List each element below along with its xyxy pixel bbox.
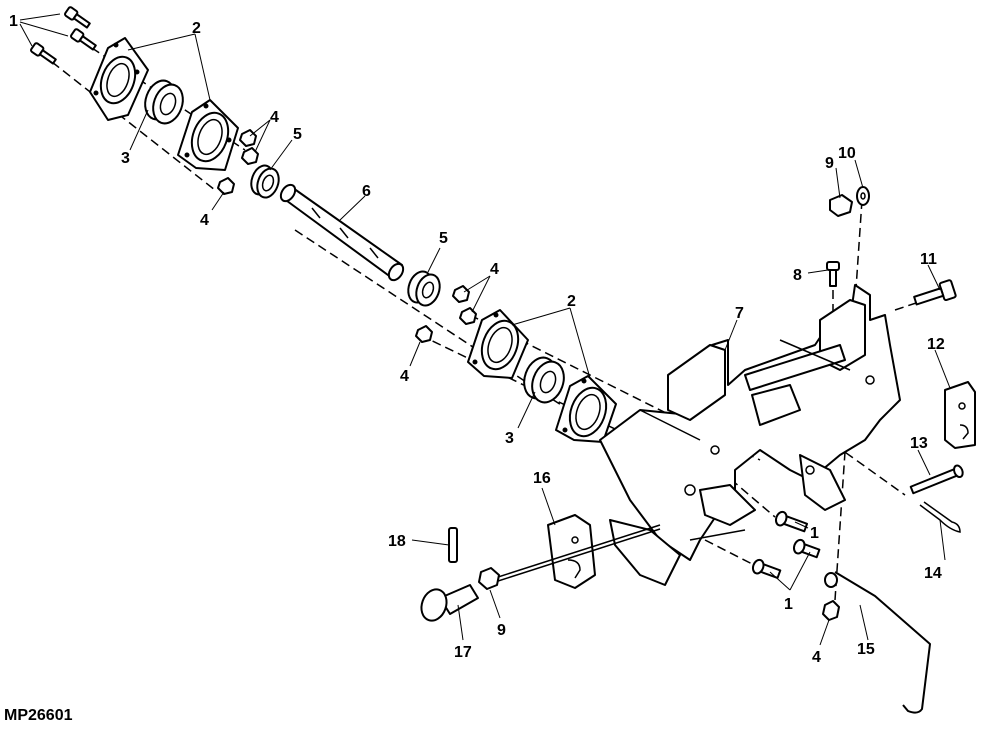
figure-id: MP26601	[4, 707, 73, 724]
callout-14: 14	[924, 565, 942, 582]
main-bracket	[599, 284, 901, 586]
callout-3: 3	[121, 150, 130, 167]
callout-10: 10	[838, 145, 856, 162]
clip-14	[919, 501, 961, 533]
callout-6: 6	[362, 183, 371, 200]
callout-2: 2	[192, 20, 201, 37]
callout-4: 4	[400, 368, 409, 385]
bolt-group-top-left	[30, 6, 97, 65]
callout-5: 5	[293, 126, 302, 143]
callout-12: 12	[927, 336, 945, 353]
callout-1: 1	[810, 525, 819, 542]
callout-labels: 1 2 3 4 5 4 6 5 4 4 2 3 7 9 10 8 11 12 1…	[9, 13, 945, 666]
callout-11: 11	[920, 251, 937, 268]
callout-2: 2	[567, 293, 576, 310]
shaft	[279, 183, 405, 282]
callout-1: 1	[784, 596, 793, 613]
leader-lines	[19, 13, 951, 646]
callout-18: 18	[388, 533, 406, 550]
nut-9-bottom	[478, 567, 500, 590]
bearing-bottom	[523, 356, 565, 404]
callout-4: 4	[812, 649, 821, 666]
bolt-11	[913, 279, 957, 306]
latch-plate-16	[547, 514, 596, 589]
plunger-17	[420, 584, 479, 622]
washer-10	[856, 186, 870, 206]
callout-4: 4	[270, 109, 279, 126]
pin-13	[909, 464, 964, 495]
bushing-bottom	[407, 270, 441, 307]
callout-15: 15	[857, 641, 875, 658]
nut-bottom-right	[822, 600, 840, 621]
cable	[494, 524, 661, 583]
plate-12	[944, 381, 976, 449]
callout-9: 9	[497, 622, 506, 639]
bushing-top	[250, 164, 280, 199]
roll-pin-18	[448, 527, 458, 563]
flange-top-left	[89, 37, 149, 121]
callout-9: 9	[825, 155, 834, 172]
bearing-top	[144, 79, 184, 125]
flange-top-right	[177, 99, 239, 171]
flange-bottom-left	[467, 309, 529, 379]
callout-3: 3	[505, 430, 514, 447]
callout-13: 13	[910, 435, 928, 452]
nut-9-top	[829, 194, 853, 217]
callout-4: 4	[490, 261, 499, 278]
callout-5: 5	[439, 230, 448, 247]
callout-16: 16	[533, 470, 551, 487]
bolt-group-bottom	[751, 510, 821, 579]
callout-4: 4	[200, 212, 209, 229]
callout-7: 7	[735, 305, 744, 322]
rod-15	[824, 571, 931, 714]
callout-17: 17	[454, 644, 472, 661]
callout-8: 8	[793, 267, 802, 284]
callout-1: 1	[9, 13, 18, 30]
flange-bottom-right	[555, 375, 617, 443]
nut-group-top	[217, 129, 259, 195]
bolt-8	[826, 261, 840, 287]
